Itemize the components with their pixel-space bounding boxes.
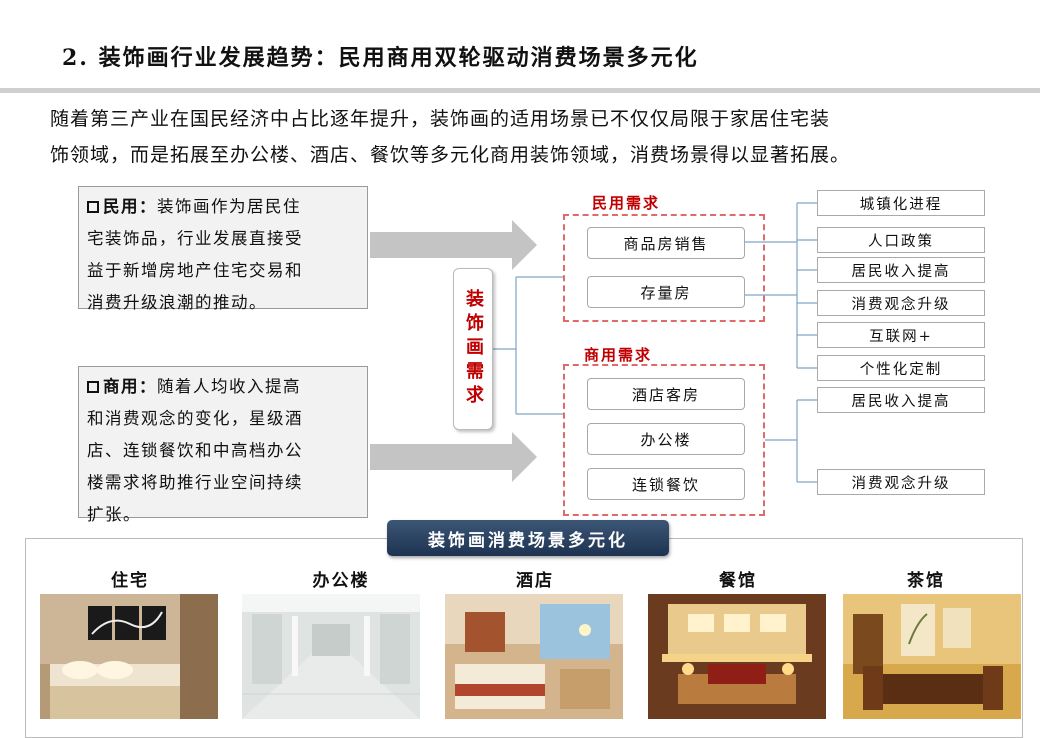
intro-line-2: 饰领域，而是拓展至办公楼、酒店、餐饮等多元化商用装饰领域，消费场景得以显著拓展。 — [50, 144, 851, 166]
venue-label-office: 办公楼 — [312, 571, 370, 591]
driver-income-growth: 居民收入提高 — [817, 257, 985, 283]
residential-box-line-2: 宅装饰品，行业发展直接受 — [87, 229, 303, 248]
residential-description-box: 民用：装饰画作为居民住 宅装饰品，行业发展直接受 益于新增房地产住宅交易和 消费… — [78, 186, 368, 312]
bedroom-photo — [40, 594, 218, 719]
commercial-demand-label: 商用需求 — [584, 346, 653, 364]
residential-box-label: 民用： — [103, 197, 157, 216]
residential-box-line-4: 消费升级浪潮的推动。 — [87, 293, 267, 312]
office-building-node: 办公楼 — [587, 423, 745, 455]
office-lobby-photo — [242, 594, 420, 719]
driver-internet-plus: 互联网+ — [817, 322, 985, 348]
residential-arrow-icon — [370, 220, 537, 270]
commercial-box-line-4: 楼需求将助推行业空间持续 — [87, 473, 303, 492]
teahouse-photo — [843, 594, 1021, 719]
page-title: 2. 装饰画行业发展趋势：民用商用双轮驱动消费场景多元化 — [62, 45, 699, 71]
venue-label-residence: 住宅 — [111, 571, 149, 591]
commercial-box-line-3: 店、连锁餐饮和中高档办公 — [87, 441, 303, 460]
commercial-arrow-icon — [370, 432, 537, 482]
commercial-demand-group — [563, 364, 765, 516]
commercial-description-box: 商用：随着人均收入提高 和消费观念的变化，星级酒 店、连锁餐饮和中高档办公 楼需… — [78, 366, 368, 524]
commercial-driver-income-growth: 居民收入提高 — [817, 387, 985, 413]
driver-population-policy: 人口政策 — [817, 227, 985, 253]
venue-label-restaurant: 餐馆 — [719, 571, 757, 591]
intro-line-1: 随着第三产业在国民经济中占比逐年提升，装饰画的适用场景已不仅仅局限于家居住宅装 — [50, 108, 831, 130]
residential-demand-group — [563, 214, 765, 322]
venue-label-hotel: 酒店 — [516, 571, 554, 591]
driver-urbanization: 城镇化进程 — [817, 190, 985, 216]
chain-dining-node: 连锁餐饮 — [587, 468, 745, 500]
commercial-box-line-5: 扩张。 — [87, 505, 141, 524]
hotel-room-photo — [445, 594, 623, 719]
residential-box-line-3: 益于新增房地产住宅交易和 — [87, 261, 303, 280]
commercial-box-line-2: 和消费观念的变化，星级酒 — [87, 409, 303, 428]
checkbox-square-icon — [87, 201, 99, 213]
residential-demand-label: 民用需求 — [592, 194, 661, 212]
driver-personalization: 个性化定制 — [817, 355, 985, 381]
hotel-rooms-node: 酒店客房 — [587, 378, 745, 410]
commercial-box-label: 商用： — [103, 377, 157, 396]
venue-gallery-banner: 装饰画消费场景多元化 — [387, 520, 669, 556]
commercial-box-line-1: 随着人均收入提高 — [157, 377, 301, 396]
existing-housing-node: 存量房 — [587, 276, 745, 308]
commercial-housing-sales-node: 商品房销售 — [587, 227, 745, 259]
checkbox-square-icon — [87, 381, 99, 393]
title-divider — [0, 88, 1040, 93]
diagram-connectors — [370, 202, 817, 483]
restaurant-photo — [648, 594, 826, 719]
commercial-driver-consumption-upgrade: 消费观念升级 — [817, 469, 985, 495]
venue-label-teahouse: 茶馆 — [907, 571, 945, 591]
decorative-painting-demand-node: 装饰画需求 — [453, 268, 493, 430]
driver-consumption-upgrade: 消费观念升级 — [817, 290, 985, 316]
residential-box-line-1: 装饰画作为居民住 — [157, 197, 301, 216]
